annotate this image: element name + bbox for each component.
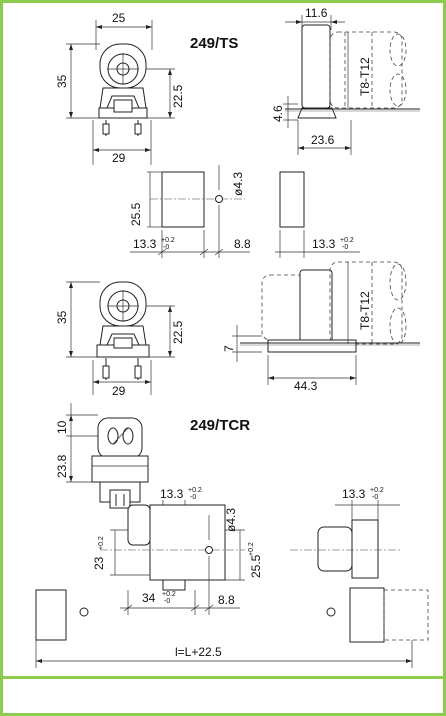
dim-side-offset: 4.6 <box>271 105 285 122</box>
tol-plus-5: +0.2 <box>248 542 255 556</box>
dim-side2-base: 44.3 <box>294 379 318 393</box>
tol-plus-3: +0.2 <box>188 487 202 494</box>
dim-tcr-length: 34 <box>142 591 156 605</box>
dim-ts2-base: 29 <box>112 384 126 398</box>
dim-hole-width-2: 13.3 <box>312 237 336 251</box>
dim-ts-height: 35 <box>55 74 69 88</box>
title-249-tcr: 249/TCR <box>190 417 250 434</box>
dim-tcr-height-2: 25.5 <box>249 554 263 578</box>
dim-hole-height: 25.5 <box>129 202 143 226</box>
tol-minus-2: -0 <box>342 244 348 251</box>
dim-tcr-diameter: ø4.3 <box>224 508 238 532</box>
dim-tcr-side-height: 23 <box>92 556 106 570</box>
label-tube-type-2: T8-T12 <box>358 291 372 330</box>
tol-plus-4: +0.2 <box>98 536 105 550</box>
dim-tcr-pitch: 8.8 <box>218 593 235 607</box>
tol-plus-6: +0.2 <box>162 591 176 598</box>
label-tube-type: T8-T12 <box>358 57 372 96</box>
dim-hole-diameter: ø4.3 <box>231 172 245 196</box>
dim-hole-width: 13.3 <box>133 237 157 251</box>
tol-plus-7: +0.2 <box>370 487 384 494</box>
dim-side2-offset: 7 <box>222 345 236 352</box>
tol-minus-3: -0 <box>190 494 196 501</box>
ts-side-view <box>283 15 420 155</box>
tol-minus-7: -0 <box>372 494 378 501</box>
dim-side-top: 11.6 <box>305 6 328 20</box>
tcr-front-view <box>66 403 149 509</box>
dim-ts2-height: 35 <box>55 310 69 324</box>
dim-tcr-width-2: 13.3 <box>342 487 366 501</box>
dim-ts2-center: 22.5 <box>171 320 185 344</box>
ts-variant-front-view <box>66 281 175 395</box>
tol-minus-1: -0 <box>163 244 169 251</box>
dim-ts-center: 22.5 <box>171 84 185 108</box>
dim-tcr-height: 23.8 <box>55 454 69 478</box>
tcr-hole-pattern <box>100 500 400 615</box>
tol-plus-2: +0.2 <box>340 237 354 244</box>
dim-ts-width: 25 <box>112 11 126 25</box>
tol-plus-1: +0.2 <box>161 237 175 244</box>
tol-minus-6: -0 <box>164 598 170 605</box>
hole-pattern-view <box>130 165 360 258</box>
assembly-length-view <box>35 587 429 668</box>
dim-ts-base: 29 <box>112 151 126 165</box>
footer-divider <box>0 676 446 679</box>
dim-tcr-top: 10 <box>55 420 69 434</box>
ts-variant-side-view <box>232 261 420 385</box>
dim-tcr-width: 13.3 <box>160 487 184 501</box>
dim-total-length: l=L+22.5 <box>175 645 222 659</box>
dim-pitch: 8.8 <box>234 237 251 251</box>
ts-front-view <box>66 20 175 165</box>
title-249-ts: 249/TS <box>190 35 238 52</box>
dim-side-base: 23.6 <box>311 133 335 147</box>
